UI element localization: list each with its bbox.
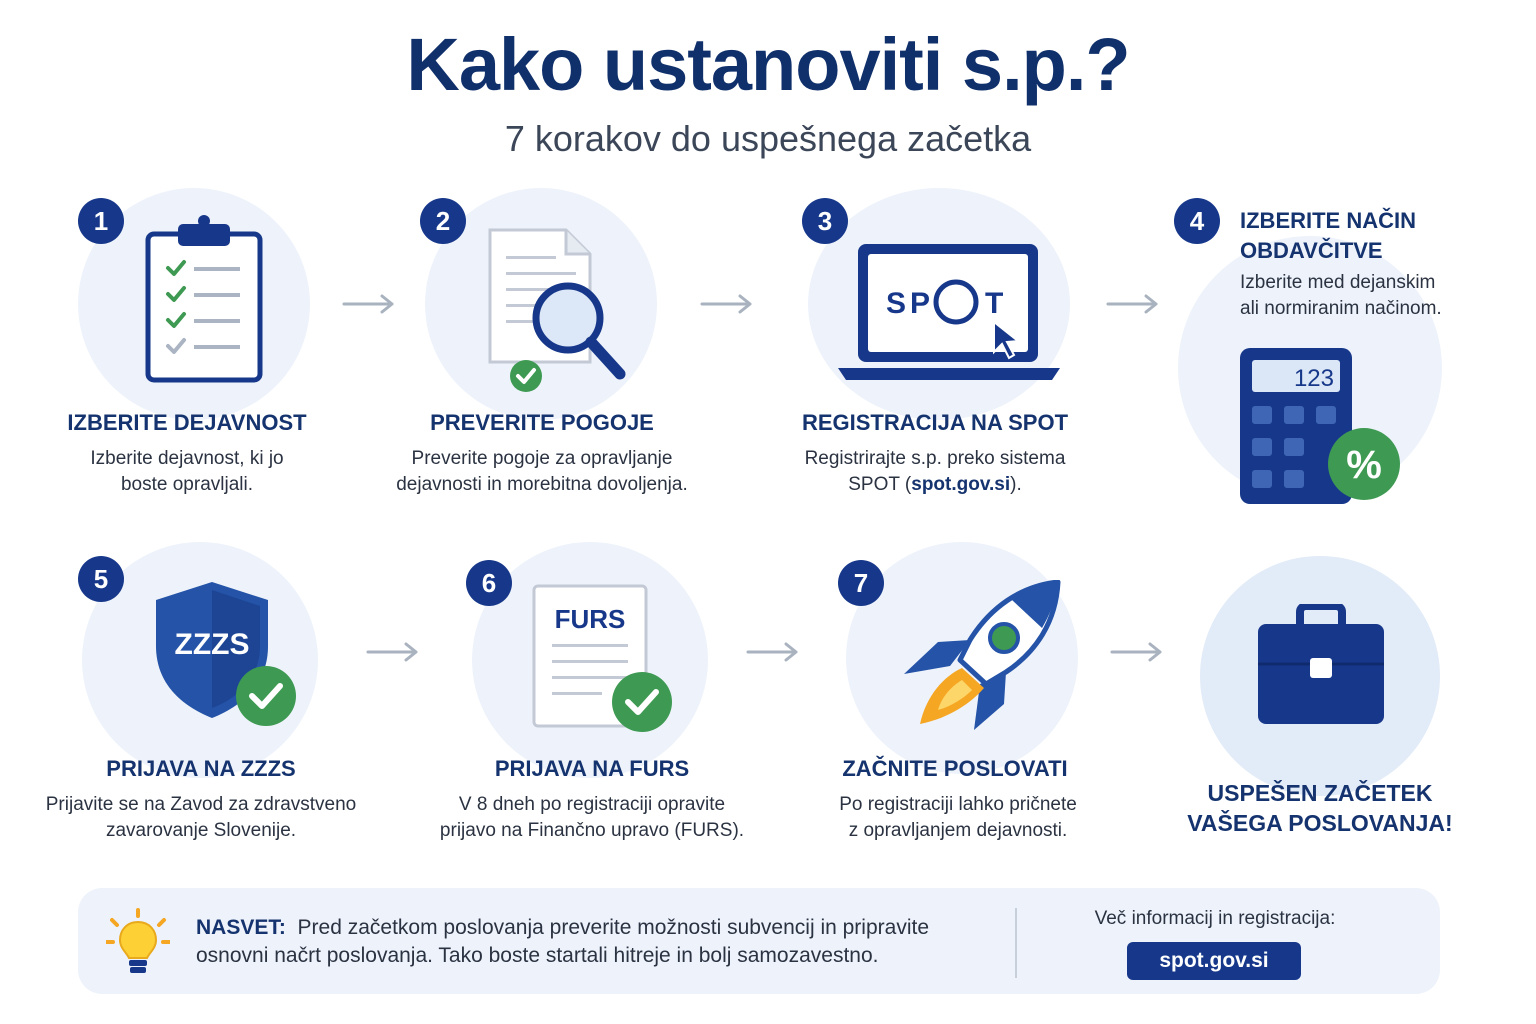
step-6-desc-line2: prijavo na Finančno upravo (FURS). xyxy=(439,820,745,841)
clipboard-icon xyxy=(145,215,263,383)
step-6-badge: 6 xyxy=(466,560,512,606)
step-5-badge: 5 xyxy=(78,556,124,602)
step-7-title: ZAČNITE POSLOVATI xyxy=(842,756,1068,781)
calculator-display: 123 xyxy=(1294,365,1334,392)
shield-text: ZZZS xyxy=(175,628,250,661)
step-1-badge: 1 xyxy=(78,198,124,244)
step-4-desc-line2: ali normiranim načinom. xyxy=(1240,298,1442,319)
arrow-icon xyxy=(746,642,798,662)
step-4-title: IZBERITE NAČIN OBDAVČITVE xyxy=(1240,206,1500,266)
step-5-desc-line1: Prijavite se na Zavod za zdravstveno xyxy=(45,794,357,815)
step-7-desc-line2: z opravljanjem dejavnosti. xyxy=(848,820,1068,841)
step-2-title: PREVERITE POGOJE xyxy=(430,410,654,435)
step-6-description: V 8 dneh po registraciji opravite prijav… xyxy=(418,792,766,844)
step-3-desc-line2: SPOT (spot.gov.si). xyxy=(848,474,1022,495)
arrow-icon xyxy=(342,294,394,314)
shield-icon: ZZZS xyxy=(156,582,296,726)
success-line1: USPEŠEN ZAČETEK xyxy=(1207,780,1433,806)
step-2-desc-line1: Preverite pogoje za opravljanje xyxy=(411,448,673,469)
tip-text: NASVET: Pred začetkom poslovanja preveri… xyxy=(196,914,976,970)
page-subtitle: 7 korakov do uspešnega začetka xyxy=(504,118,1032,159)
tip-divider xyxy=(1015,908,1017,978)
tip-line1: NASVET: Pred začetkom poslovanja preveri… xyxy=(196,916,929,939)
step-5-desc-line2: zavarovanje Slovenije. xyxy=(105,820,297,841)
spot-screen-text-right: T xyxy=(985,287,1003,320)
step-2-desc-line2: dejavnosti in morebitna dovoljenja. xyxy=(396,474,688,495)
step-3-description: Registrirajte s.p. preko sistema SPOT (s… xyxy=(776,446,1094,498)
laptop-icon: SP T xyxy=(838,244,1060,380)
step-3-badge: 3 xyxy=(802,198,848,244)
step-4-description: Izberite med dejanskim ali normiranim na… xyxy=(1240,270,1480,322)
step-7-desc-line1: Po registraciji lahko pričnete xyxy=(839,794,1077,815)
rocket-icon xyxy=(904,580,1061,730)
lightbulb-icon xyxy=(106,908,170,973)
step-5-description: Prijavite se na Zavod za zdravstveno zav… xyxy=(30,792,372,844)
percent-symbol: % xyxy=(1346,443,1382,487)
step-1-desc-line1: Izberite dejavnost, ki jo xyxy=(90,448,284,469)
success-line2: VAŠEGA POSLOVANJA! xyxy=(1187,810,1453,836)
step-6-desc-line1: V 8 dneh po registraciji opravite xyxy=(458,794,726,815)
document-search-icon xyxy=(488,228,626,392)
step-1-title: IZBERITE DEJAVNOST xyxy=(67,410,307,435)
document-header-text: FURS xyxy=(555,604,626,634)
step-1-desc-line2: boste opravljali. xyxy=(120,474,254,495)
page-title: Kako ustanoviti s.p.? xyxy=(406,23,1130,106)
step-2-description: Preverite pogoje za opravljanje dejavnos… xyxy=(368,446,716,498)
success-message: USPEŠEN ZAČETEK VAŠEGA POSLOVANJA! xyxy=(1180,778,1460,838)
briefcase-icon xyxy=(1258,604,1384,724)
spot-screen-text-left: SP xyxy=(886,287,934,320)
arrow-icon xyxy=(700,294,752,314)
step-5-title: PRIJAVA NA ZZZS xyxy=(106,756,296,781)
step-3-title: REGISTRACIJA NA SPOT xyxy=(801,410,1069,435)
step-2-badge: 2 xyxy=(420,198,466,244)
step-4-badge: 4 xyxy=(1174,198,1220,244)
tip-label: NASVET: xyxy=(196,916,286,939)
tip-line2: osnovni načrt poslovanja. Tako boste sta… xyxy=(196,944,879,967)
step-3-desc-line1: Registrirajte s.p. preko sistema xyxy=(804,448,1066,469)
step-4-title-line2: OBDAVČITVE xyxy=(1240,238,1383,263)
step-4-desc-line1: Izberite med dejanskim xyxy=(1240,272,1436,293)
step-4-title-line1: IZBERITE NAČIN xyxy=(1240,208,1416,233)
step-7-badge: 7 xyxy=(838,560,884,606)
step-7-description: Po registraciji lahko pričnete z opravlj… xyxy=(800,792,1116,844)
spot-link-button[interactable]: spot.gov.si xyxy=(1127,942,1301,980)
calculator-icon: 123 % xyxy=(1240,348,1400,504)
arrow-icon xyxy=(1106,294,1158,314)
more-info-label: Več informacij in registracija: xyxy=(1094,908,1336,929)
spot-link[interactable]: spot.gov.si xyxy=(911,474,1011,495)
arrow-icon xyxy=(1110,642,1162,662)
step-1-description: Izberite dejavnost, ki jo boste opravlja… xyxy=(40,446,334,498)
arrow-icon xyxy=(366,642,418,662)
step-6-title: PRIJAVA NA FURS xyxy=(494,756,690,781)
furs-document-icon: FURS xyxy=(532,584,672,732)
